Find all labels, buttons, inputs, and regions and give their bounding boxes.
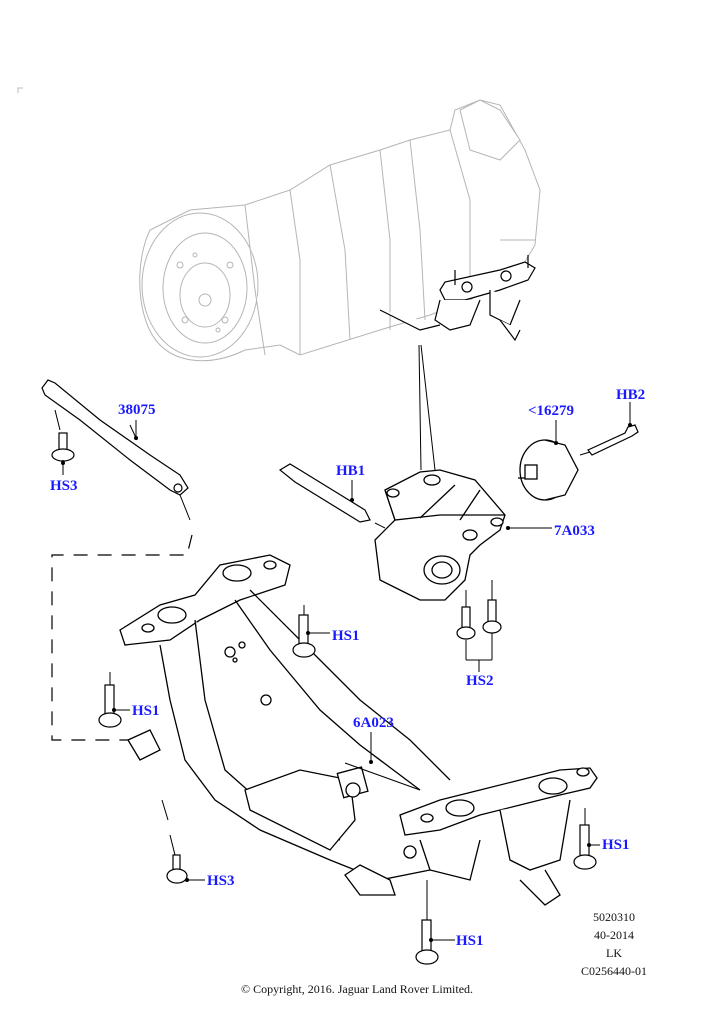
callout-16279[interactable]: <16279	[528, 403, 575, 419]
reference-initials: LK	[606, 946, 622, 960]
hs1-leader-lines	[109, 605, 600, 941]
callout-6a023[interactable]: 6A023	[353, 715, 394, 731]
hb1-leader	[351, 480, 386, 529]
bolt-hb2	[587, 424, 639, 456]
callout-7a033[interactable]: 7A033	[554, 523, 595, 539]
support-strut	[41, 379, 189, 496]
leader-dots	[61, 423, 632, 942]
reference-illustration-id: C0256440-01	[581, 964, 647, 978]
callout-hs1-bottom[interactable]: HS1	[456, 933, 484, 949]
part-leader-lines	[135, 420, 421, 791]
callout-hs3-top[interactable]: HS3	[50, 478, 78, 494]
strut-leader-lines	[54, 409, 191, 521]
transmission-mount	[374, 469, 506, 601]
bolt-hb1	[278, 463, 371, 523]
callout-hs1-center[interactable]: HS1	[332, 628, 360, 644]
callout-hb2[interactable]: HB2	[616, 387, 646, 403]
reference-date: 40-2014	[594, 928, 634, 942]
bolt-hs3-top	[51, 432, 75, 462]
transmission-bracket	[379, 255, 536, 342]
callout-hs3-bottom[interactable]: HS3	[207, 873, 235, 889]
callout-hs1-right[interactable]: HS1	[602, 837, 630, 853]
callout-hs2[interactable]: HS2	[466, 673, 494, 689]
damper	[518, 439, 579, 501]
callout-38075[interactable]: 38075	[118, 402, 156, 418]
bolt-hs3-bottom	[166, 854, 188, 884]
reference-code: 5020310	[593, 910, 635, 924]
bolts-hs2	[456, 599, 502, 640]
transmission-illustration	[139, 99, 541, 362]
hs3-bottom-leader	[161, 799, 205, 881]
callout-hb1[interactable]: HB1	[336, 463, 366, 479]
dashed-group-frame	[51, 534, 193, 741]
bracket-leader-line	[418, 344, 436, 471]
copyright-notice: © Copyright, 2016. Jaguar Land Rover Lim…	[240, 982, 474, 996]
corner-mark	[17, 87, 23, 93]
reference-block: 5020310 40-2014 LK C0256440-01	[559, 908, 669, 980]
damper-leader-lines	[555, 402, 631, 456]
bolts-hs1	[98, 614, 597, 965]
crossmember	[119, 554, 598, 906]
hs2-leader-lines	[465, 527, 552, 672]
callout-hs1-left[interactable]: HS1	[132, 703, 160, 719]
